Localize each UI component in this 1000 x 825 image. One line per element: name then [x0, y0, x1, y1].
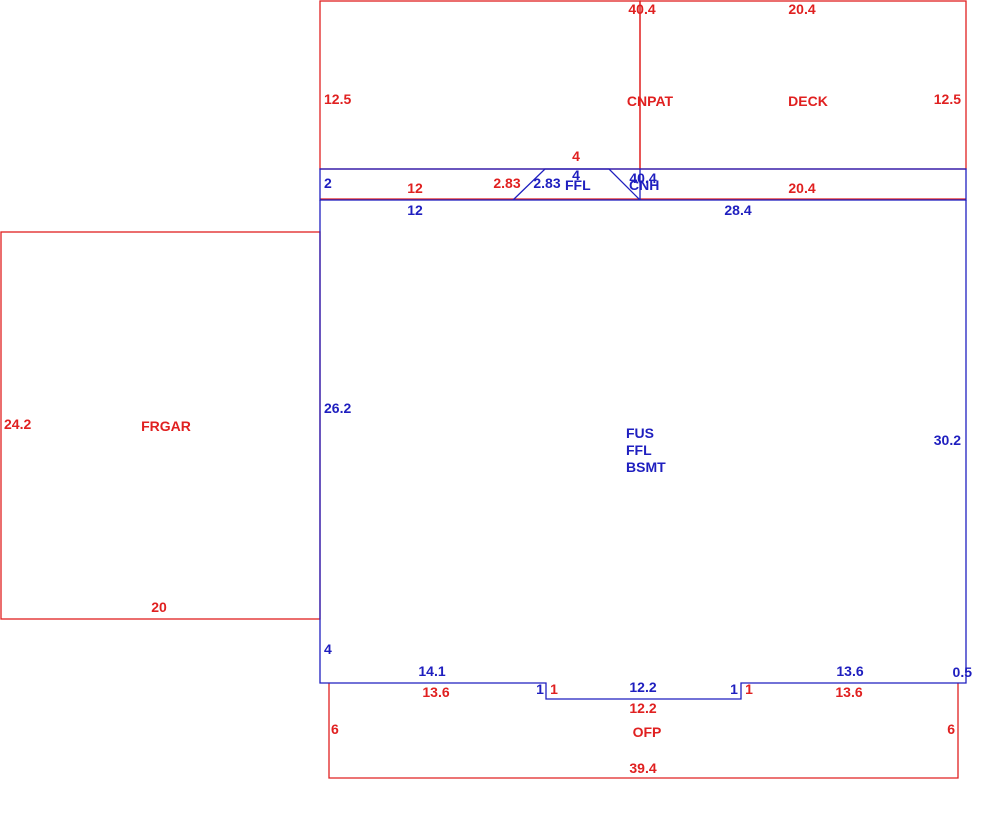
deck-outline: [639, 0, 967, 170]
bay-window-outline: [512, 168, 641, 201]
main-body-outline: [319, 200, 967, 700]
top-strip-outline: [319, 168, 967, 201]
deck-top-dimension: 20.4: [788, 1, 815, 17]
cnpat-outline: [319, 0, 641, 170]
ofp-right-dimension: 6: [947, 721, 955, 737]
bay-top-dimension: 4: [572, 148, 580, 164]
main-left-dimension: 26.2: [324, 400, 351, 416]
main-right-dimension: 30.2: [934, 432, 961, 448]
ofp-top-left-dimension: 13.6: [422, 684, 449, 700]
bay-slant-blue-dimension: 2.83: [533, 175, 560, 191]
notch-left-red-dimension: 1: [550, 681, 558, 697]
main-top-left-dimension: 12: [407, 202, 423, 218]
main-bottom-corner-dimension: 0.5: [953, 664, 973, 680]
main-area-label-ffl: FFL: [626, 442, 652, 458]
main-bottom-right-dimension: 13.6: [836, 663, 863, 679]
strip-left-dimension: 2: [324, 175, 332, 191]
cnpat-left-dimension: 12.5: [324, 91, 351, 107]
deck-label: DECK: [788, 93, 828, 109]
strip-mid-dimension: 40.4: [629, 170, 656, 186]
bay-top-inner-dimension: 4: [572, 167, 580, 183]
main-top-right-dimension: 28.4: [724, 202, 751, 218]
frgar-label: FRGAR: [141, 418, 191, 434]
bay-slant-red-dimension: 2.83: [493, 175, 520, 191]
strip-right-dimension: 20.4: [788, 180, 815, 196]
main-area-label-bsmt: BSMT: [626, 459, 666, 475]
frgar-left-dimension: 24.2: [4, 416, 31, 432]
notch-mid-blue-dimension: 12.2: [629, 679, 656, 695]
ofp-top-right-dimension: 13.6: [835, 684, 862, 700]
deck-right-dimension: 12.5: [934, 91, 961, 107]
main-area-label-fus: FUS: [626, 425, 654, 441]
bay-ffl-label: FFL: [565, 177, 591, 193]
main-bottom-left-dimension: 14.1: [418, 663, 445, 679]
main-left-bottom-dimension: 4: [324, 641, 332, 657]
ofp-label: OFP: [633, 724, 662, 740]
ofp-outline: [328, 683, 959, 779]
ofp-left-dimension: 6: [331, 721, 339, 737]
frgar-bottom-dimension: 20: [151, 599, 167, 615]
cnpat-top-dimension: 40.4: [628, 1, 655, 17]
bay-cnh-label: CNH: [629, 177, 659, 193]
strip-left-segment-dimension: 12: [407, 180, 423, 196]
cnpat-label: CNPAT: [627, 93, 674, 109]
ofp-bottom-dimension: 39.4: [629, 760, 656, 776]
notch-right-blue-dimension: 1: [730, 681, 738, 697]
notch-right-red-dimension: 1: [745, 681, 753, 697]
notch-left-blue-dimension: 1: [536, 681, 544, 697]
notch-mid-red-dimension: 12.2: [629, 700, 656, 716]
